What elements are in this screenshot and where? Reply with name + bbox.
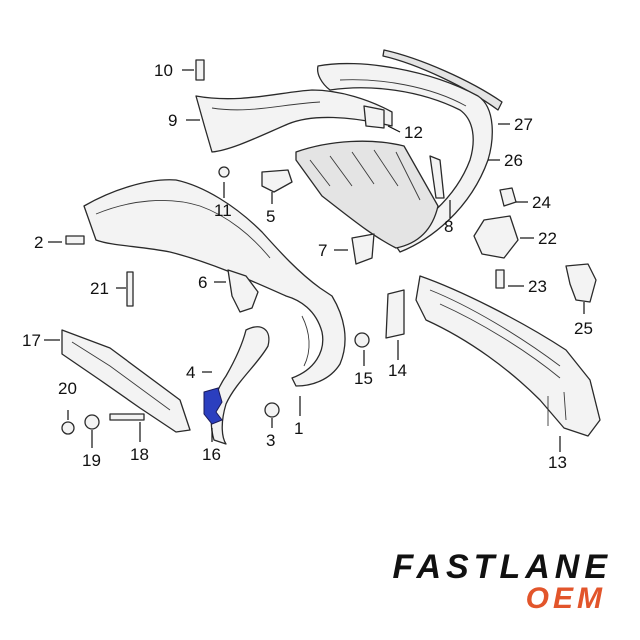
- part-4-side-bracket: [210, 326, 270, 445]
- part-20-nut: [61, 421, 75, 435]
- part-center-diffuser: [295, 140, 439, 249]
- part-17-energy-absorber: [61, 329, 191, 433]
- part-14-plate: [385, 289, 405, 339]
- callout-24: 24: [532, 193, 551, 212]
- part-5-clip: [261, 169, 293, 193]
- part-16-highlighted-bracket: [203, 387, 223, 425]
- callout-11: 11: [214, 201, 232, 220]
- callout-10: 10: [154, 61, 173, 80]
- callout-14: 14: [388, 361, 407, 380]
- part-15-nut: [354, 332, 370, 348]
- part-21-stud: [126, 271, 134, 307]
- part-2-bolt: [65, 235, 85, 245]
- part-7-bracket: [351, 233, 375, 265]
- callout-15: 15: [354, 369, 373, 388]
- callout-5: 5: [266, 207, 275, 226]
- callout-19: 19: [82, 451, 101, 470]
- callout-21: 21: [90, 279, 109, 298]
- brand-name: FASTLANE: [392, 548, 612, 586]
- callout-1: 1: [294, 419, 303, 438]
- callout-9: 9: [168, 111, 177, 130]
- callout-22: 22: [538, 229, 557, 248]
- brand-logo: FASTLANE OEM: [292, 548, 612, 618]
- brand-sub: OEM: [525, 582, 606, 615]
- callout-16: 16: [202, 445, 221, 464]
- part-6-bracket: [227, 269, 259, 313]
- callout-13: 13: [548, 453, 567, 472]
- callout-8: 8: [444, 217, 453, 236]
- part-1-bumper-cover: [83, 179, 346, 387]
- callout-18: 18: [130, 445, 149, 464]
- part-12-bracket: [363, 105, 385, 129]
- callout-27: 27: [514, 115, 533, 134]
- callout-3: 3: [266, 431, 275, 450]
- part-10-push-pin: [195, 59, 205, 81]
- callout-labels: 10 9 11 5 2 21 6 7 17 4 1 3 16 20 19 18 …: [22, 61, 593, 472]
- part-8-bracket: [429, 155, 445, 199]
- part-19-washer: [84, 414, 100, 430]
- callout-6: 6: [198, 273, 207, 292]
- part-13-impact-bar: [415, 275, 601, 437]
- part-27-trim-strip: [382, 49, 503, 111]
- callout-7: 7: [318, 241, 327, 260]
- part-24-clip: [499, 187, 517, 207]
- part-25-bracket: [565, 263, 597, 303]
- callout-12: 12: [404, 123, 423, 142]
- callout-20: 20: [58, 379, 77, 398]
- part-18-bolt: [109, 413, 145, 421]
- callout-4: 4: [186, 363, 195, 382]
- part-11-screw: [218, 166, 230, 178]
- callout-2: 2: [34, 233, 43, 252]
- part-3-nut: [264, 402, 280, 418]
- callout-17: 17: [22, 331, 41, 350]
- callout-25: 25: [574, 319, 593, 338]
- part-22-bracket: [473, 215, 519, 259]
- callout-26: 26: [504, 151, 523, 170]
- fasteners: [61, 59, 505, 435]
- part-9-bumper-cover-upper: [195, 89, 393, 153]
- callout-23: 23: [528, 277, 547, 296]
- part-23-screw: [495, 269, 505, 289]
- leader-lines: [44, 69, 585, 452]
